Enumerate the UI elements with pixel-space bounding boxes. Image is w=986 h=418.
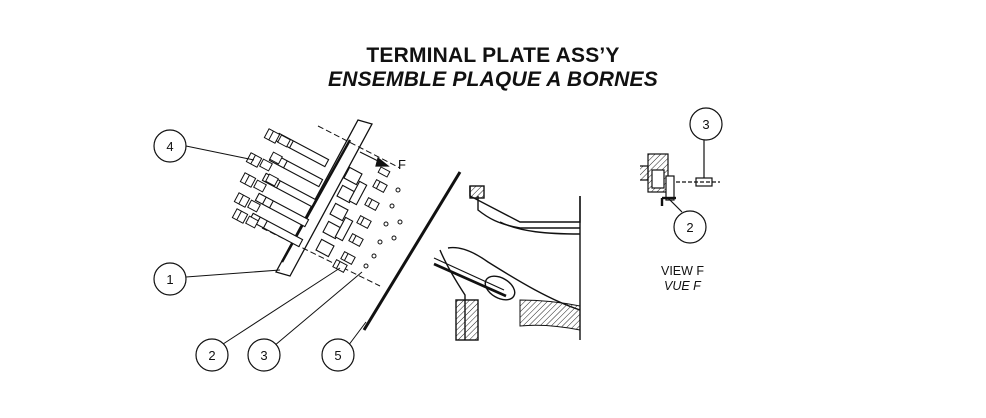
callout-numbers: 4 1 2 3 5 3 2	[166, 117, 709, 363]
view-label-french: VUE F	[664, 279, 701, 293]
callout-5-circle	[321, 338, 355, 372]
callout-view-3-circle	[689, 107, 723, 141]
callout-3-number: 3	[260, 348, 267, 363]
callout-circles	[153, 107, 723, 372]
callout-5-number: 5	[334, 348, 341, 363]
callout-view-2-circle	[673, 210, 707, 244]
callout-view-2-number: 2	[686, 220, 693, 235]
gasket	[362, 171, 462, 331]
callout-1-number: 1	[166, 272, 173, 287]
callout-2-number: 2	[208, 348, 215, 363]
loose-nuts	[231, 128, 291, 229]
view-arrow-label: F	[398, 157, 406, 172]
callout-3-circle	[247, 338, 281, 372]
callout-4-number: 4	[166, 139, 173, 154]
title-french: ENSEMBLE PLAQUE A BORNES	[328, 68, 658, 91]
leader-lines	[185, 145, 367, 347]
callout-2-circle	[195, 338, 229, 372]
callout-view-3-number: 3	[702, 117, 709, 132]
view-arrow-f	[359, 151, 390, 167]
title-english: TERMINAL PLATE ASS’Y	[366, 44, 620, 67]
view-f-detail	[640, 140, 720, 213]
outer-nuts	[332, 166, 391, 274]
callout-1-circle	[153, 262, 187, 296]
view-label-english: VIEW F	[661, 264, 705, 278]
terminal-links	[315, 166, 368, 258]
callout-4-circle	[153, 129, 187, 163]
motor-housing-section	[433, 185, 581, 341]
washers	[363, 187, 403, 269]
